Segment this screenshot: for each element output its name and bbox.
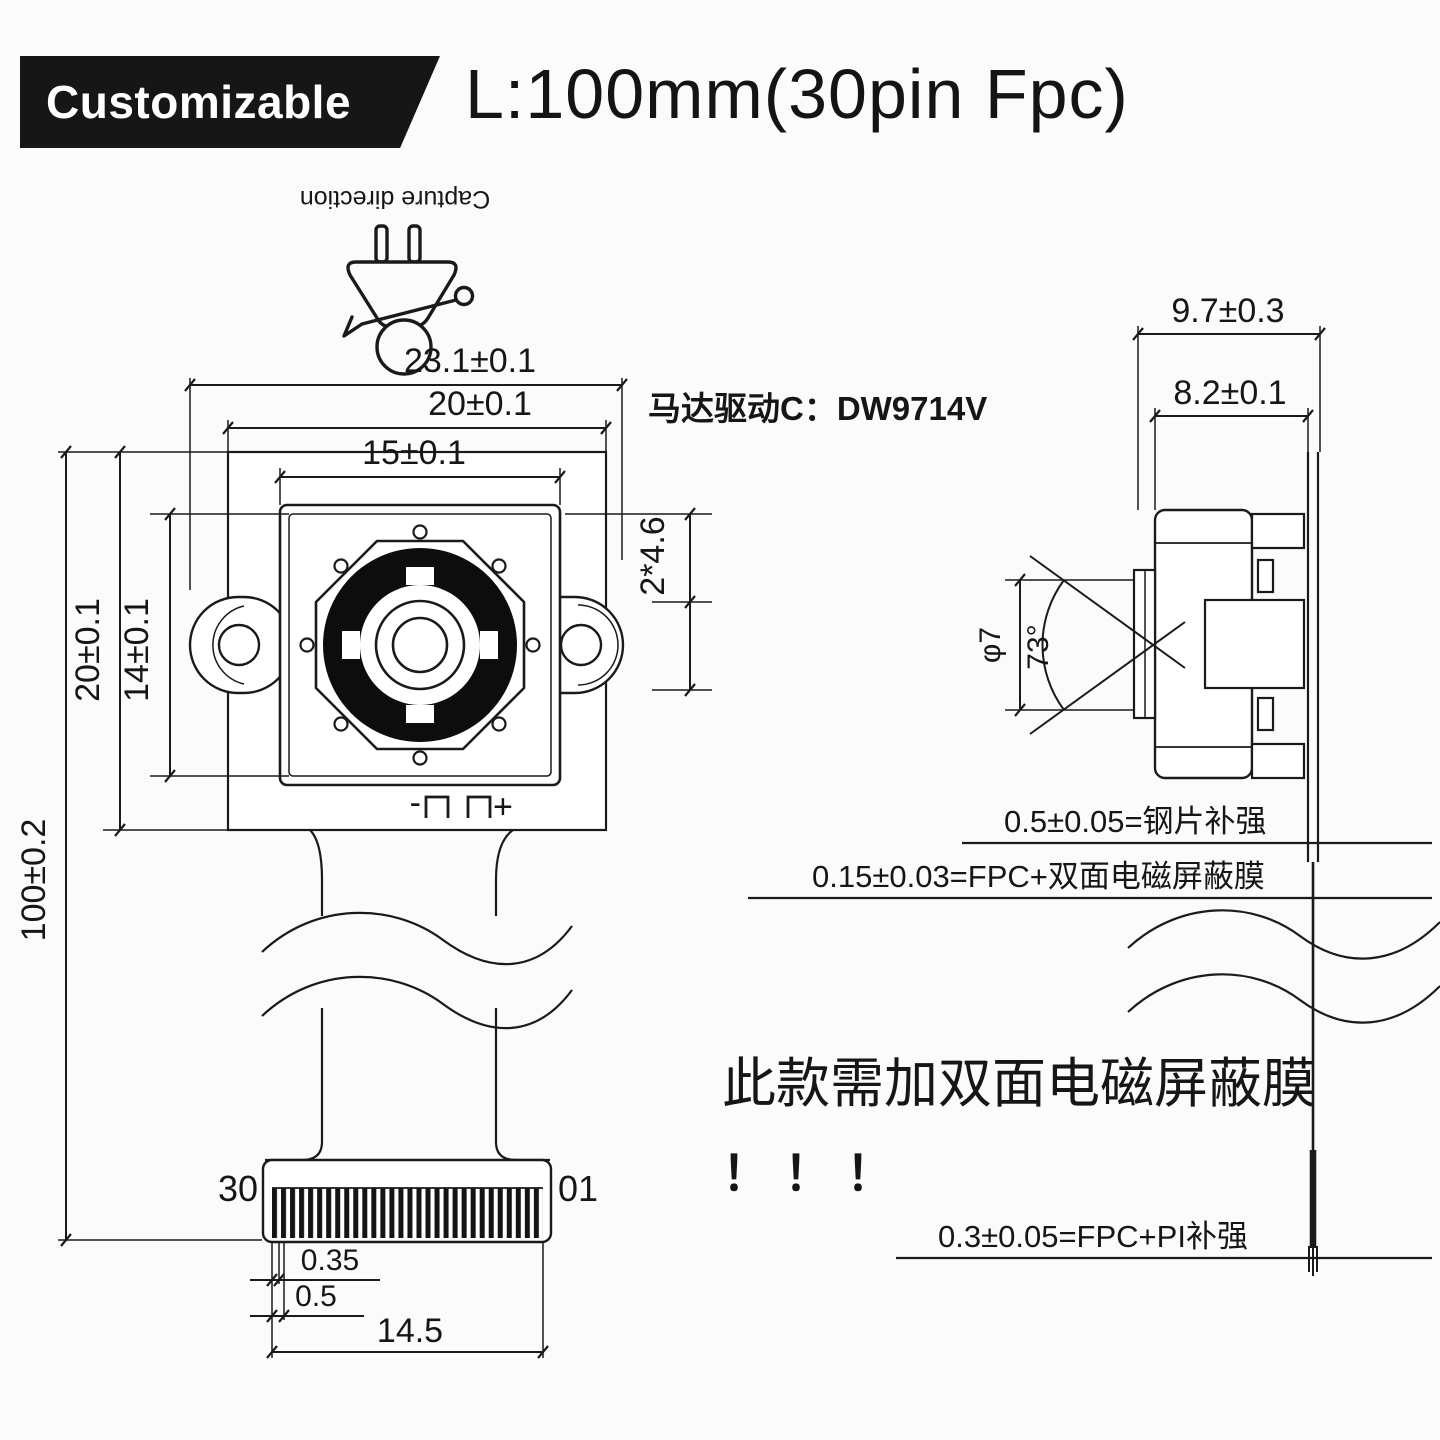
polarity-plus: + [493, 788, 513, 826]
fov-cone [1029, 555, 1186, 735]
capture-direction-label: Capture direction [300, 185, 490, 213]
dim-pin-pitch: 0.5 [295, 1280, 337, 1313]
page-title: L:100mm(30pin Fpc) [465, 55, 1129, 133]
break-wave-1 [261, 911, 573, 966]
side-view [1029, 452, 1440, 1276]
lens-holder-inner [288, 513, 552, 777]
dim-height-holder: 14±0.1 [118, 598, 156, 702]
leader-steel-reinforce: 0.5±0.05=钢片补强 [1004, 804, 1267, 839]
mounting-hole-left [217, 623, 261, 667]
dimension-line-paths [65, 333, 1320, 1353]
dim-width-holder: 15±0.1 [362, 434, 466, 472]
shield-note-line2: ！！！ [722, 1148, 908, 1201]
dim-fov-angle: 73° [1022, 624, 1055, 669]
dim-pin-width: 0.35 [301, 1244, 359, 1277]
polarity-marks: - + [410, 784, 513, 826]
break-wave-2 [261, 975, 573, 1030]
fpc-connector: 30 01 [218, 1158, 598, 1244]
pin-number-01: 01 [558, 1168, 598, 1209]
dimension-lines [58, 326, 1432, 1359]
motor-driver-note: 马达驱动C：DW9714V [648, 390, 987, 427]
connector-pin-comb [272, 1188, 543, 1238]
side-break-waves [1127, 909, 1440, 1024]
badge-label: Customizable [46, 76, 352, 128]
dim-fpc-length: 100±0.2 [15, 819, 53, 942]
pin-number-30: 30 [218, 1168, 258, 1209]
lens-ring-notches [342, 567, 498, 723]
side-module-body [1132, 508, 1306, 780]
polarity-minus: - [410, 784, 421, 822]
capture-direction-icon [342, 224, 475, 376]
dim-depth-module: 8.2±0.1 [1173, 374, 1286, 412]
dim-height-pcb: 20±0.1 [69, 598, 107, 702]
dim-depth-total: 9.7±0.3 [1171, 292, 1284, 330]
customizable-badge: Customizable [20, 56, 440, 148]
dimension-ticks [60, 327, 1326, 1359]
leader-lines [748, 841, 1432, 1260]
lens-assembly [299, 524, 541, 766]
shield-note-line1: 此款需加双面电磁屏蔽膜 [722, 1054, 1316, 1114]
front-view: Capture direction [188, 185, 625, 1244]
mounting-hole-right [559, 623, 603, 667]
sensor-block [1203, 598, 1306, 690]
fpc-side-plane [1306, 452, 1320, 1276]
dim-width-pcb: 20±0.1 [428, 385, 532, 423]
dim-connector-width: 14.5 [377, 1312, 443, 1350]
dim-lens-diameter: φ7 [974, 627, 1007, 663]
lens-ring [323, 548, 518, 742]
dim-width-total: 23.1±0.1 [404, 342, 536, 380]
leader-shield-film: 0.15±0.03=FPC+双面电磁屏蔽膜 [812, 859, 1265, 894]
fpc-ribbon [261, 829, 573, 1162]
dim-ear-offset: 2*4.6 [634, 516, 672, 595]
leader-pi-reinforce: 0.3±0.05=FPC+PI补强 [938, 1219, 1248, 1254]
